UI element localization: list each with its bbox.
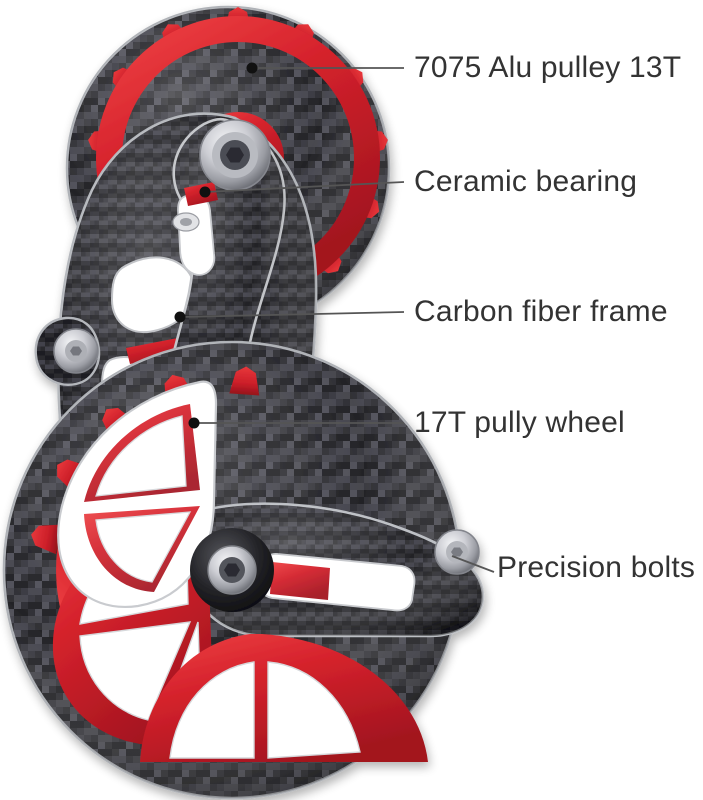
lower-disc-teardrop-window bbox=[57, 380, 218, 609]
leader-line-carbon-frame bbox=[174, 311, 405, 323]
lower-cage-arm bbox=[184, 502, 485, 638]
leader-line-precision-bolts bbox=[451, 555, 495, 573]
callout-label-alu-pulley: 7075 Alu pulley 13T bbox=[414, 51, 682, 84]
callout-label-precision-bolts: Precision bolts bbox=[497, 551, 696, 584]
callout-label-pully-wheel: 17T pully wheel bbox=[414, 406, 625, 439]
leader-line-ceramic-bearing bbox=[199, 181, 405, 198]
bottom-spoke-fan bbox=[140, 634, 428, 762]
product-photo bbox=[2, 5, 485, 800]
lower-axle-bolt bbox=[190, 528, 274, 612]
left-pivot-bolt bbox=[53, 328, 99, 374]
leader-line-alu-pulley bbox=[246, 62, 404, 74]
callout-leader-lines bbox=[174, 62, 495, 573]
callout-label-ceramic-bearing: Ceramic bearing bbox=[414, 165, 638, 198]
bearing-seat bbox=[172, 212, 200, 232]
callout-label-carbon-frame: Carbon fiber frame bbox=[414, 295, 668, 328]
right-precision-bolt bbox=[434, 529, 480, 575]
leader-line-pully-wheel bbox=[188, 417, 404, 429]
upper-axle-bolt bbox=[199, 119, 271, 191]
